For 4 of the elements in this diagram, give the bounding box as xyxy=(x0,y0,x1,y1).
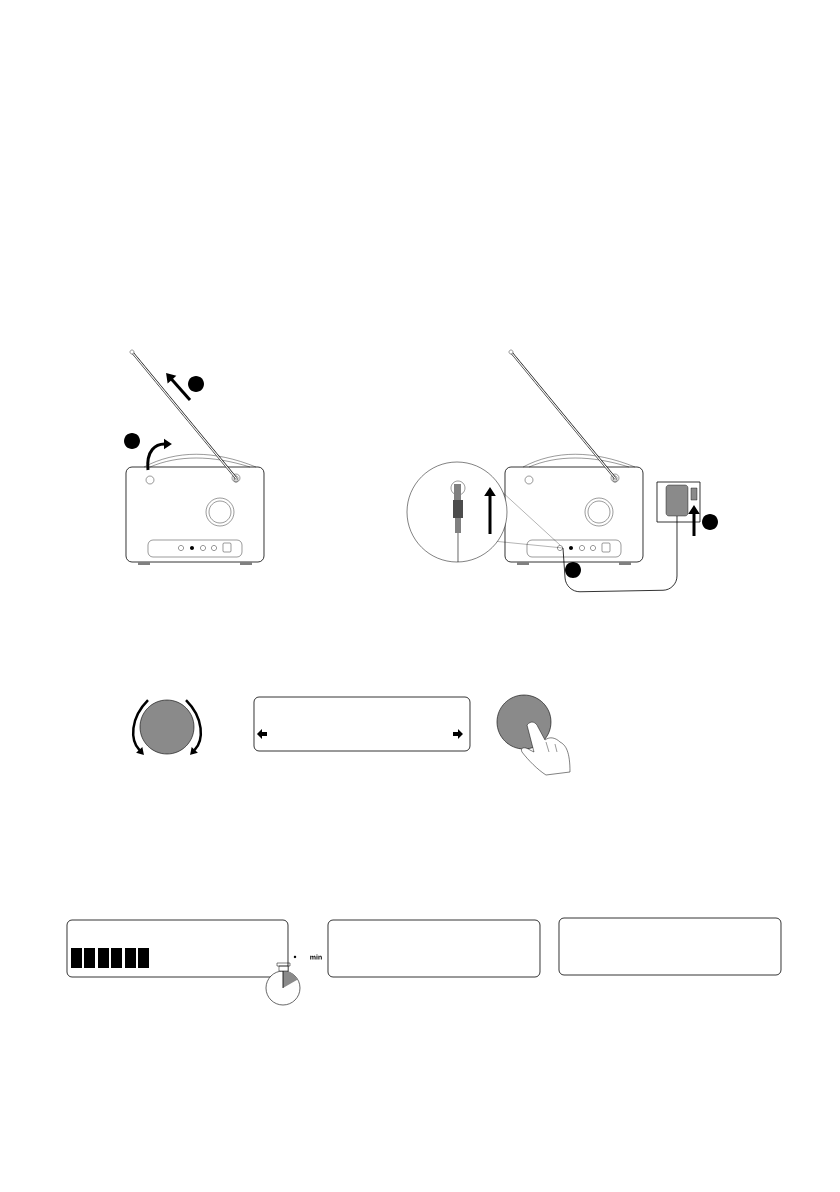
display-screen xyxy=(66,919,289,978)
display-screen xyxy=(253,696,471,752)
display-screen xyxy=(327,919,541,978)
display-screen xyxy=(558,917,782,976)
